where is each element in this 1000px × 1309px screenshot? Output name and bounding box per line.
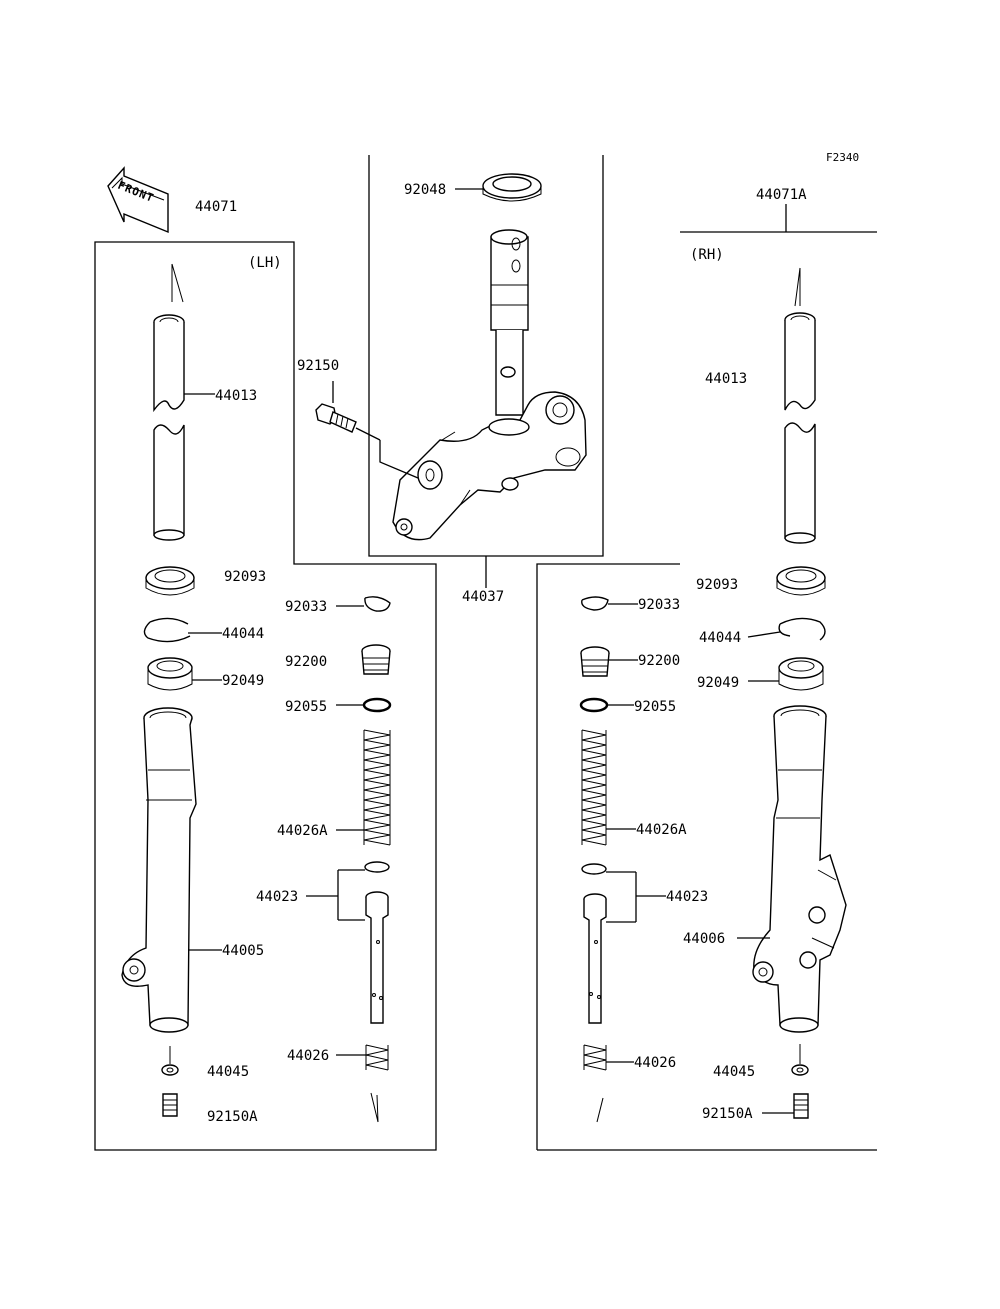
label-rh-cylinder-unit: 44023 [666, 889, 708, 905]
lh-retaining-ring [143, 617, 191, 643]
rh-circlip [581, 596, 609, 611]
rh-dust-seal [776, 566, 826, 596]
label-rh-outer-tube: 44006 [683, 931, 725, 947]
label-side-rh: (RH) [690, 247, 724, 263]
figure-code: F2340 [826, 151, 859, 164]
label-rh-inner-tube: 44013 [705, 371, 747, 387]
lh-circlip [364, 596, 391, 612]
label-rh-spacer-cap: 92200 [638, 653, 680, 669]
lh-rebound-spring [365, 1044, 389, 1071]
label-lh-gasket: 44045 [207, 1064, 249, 1080]
label-rh-bottom-bolt: 92150A [702, 1106, 753, 1122]
label-rh-circlip: 92033 [638, 597, 680, 613]
label-steering-stem-seal: 92048 [404, 182, 446, 198]
rh-retaining-ring [778, 617, 826, 641]
label-rh-fork-spring: 44026A [636, 822, 687, 838]
label-lh-circlip: 92033 [285, 599, 327, 615]
front-arrow-icon [107, 166, 169, 234]
rh-fork-spring [581, 729, 607, 846]
label-rh-rebound-spring: 44026 [634, 1055, 676, 1071]
label-side-lh: (LH) [248, 255, 282, 271]
rh-rebound-spring [583, 1044, 607, 1071]
label-fork-rh-assembly: 44071A [756, 187, 807, 203]
rh-gasket [791, 1064, 809, 1076]
label-rh-oil-seal: 92049 [697, 675, 739, 691]
label-lh-inner-tube: 44013 [215, 388, 257, 404]
label-lh-cylinder-unit: 44023 [256, 889, 298, 905]
label-steering-stem: 44037 [462, 589, 504, 605]
label-lh-retaining-ring: 44044 [222, 626, 264, 642]
rh-frame [536, 563, 877, 1151]
label-lh-rebound-spring: 44026 [287, 1048, 329, 1064]
label-fork-lh-assembly: 44071 [195, 199, 237, 215]
lh-cylinder-unit [364, 861, 390, 1024]
lh-inner-tube [153, 314, 185, 541]
rh-bottom-bolt [793, 1093, 809, 1119]
rh-cylinder-unit [581, 863, 607, 1024]
stem-bolt [315, 403, 357, 433]
label-lh-bottom-bolt: 92150A [207, 1109, 258, 1125]
lh-bottom-bolt [162, 1093, 178, 1117]
rh-spacer-cap [580, 646, 610, 677]
label-lh-oil-seal: 92049 [222, 673, 264, 689]
rh-o-ring [579, 697, 609, 713]
steering-stem-seal [482, 173, 542, 202]
stem-frame [368, 155, 604, 588]
lh-oil-seal [147, 657, 193, 691]
label-lh-spacer-cap: 92200 [285, 654, 327, 670]
lh-spacer-cap [361, 644, 391, 675]
lh-fork-spring [363, 729, 391, 846]
lh-dust-seal [145, 566, 195, 596]
label-lh-dust-seal: 92093 [224, 569, 266, 585]
label-stem-bolt: 92150 [297, 358, 339, 374]
lh-frame [94, 241, 437, 1151]
label-lh-o-ring: 92055 [285, 699, 327, 715]
rh-outer-tube [752, 705, 847, 1033]
label-lh-outer-tube: 44005 [222, 943, 264, 959]
lh-outer-tube [121, 707, 197, 1033]
rh-inner-tube [784, 312, 816, 544]
lh-gasket [161, 1064, 179, 1076]
label-rh-retaining-ring: 44044 [699, 630, 741, 646]
label-lh-fork-spring: 44026A [277, 823, 328, 839]
steering-stem [392, 229, 587, 541]
rh-oil-seal [778, 657, 824, 691]
label-rh-gasket: 44045 [713, 1064, 755, 1080]
label-rh-o-ring: 92055 [634, 699, 676, 715]
lh-o-ring [362, 697, 392, 713]
label-rh-dust-seal: 92093 [696, 577, 738, 593]
